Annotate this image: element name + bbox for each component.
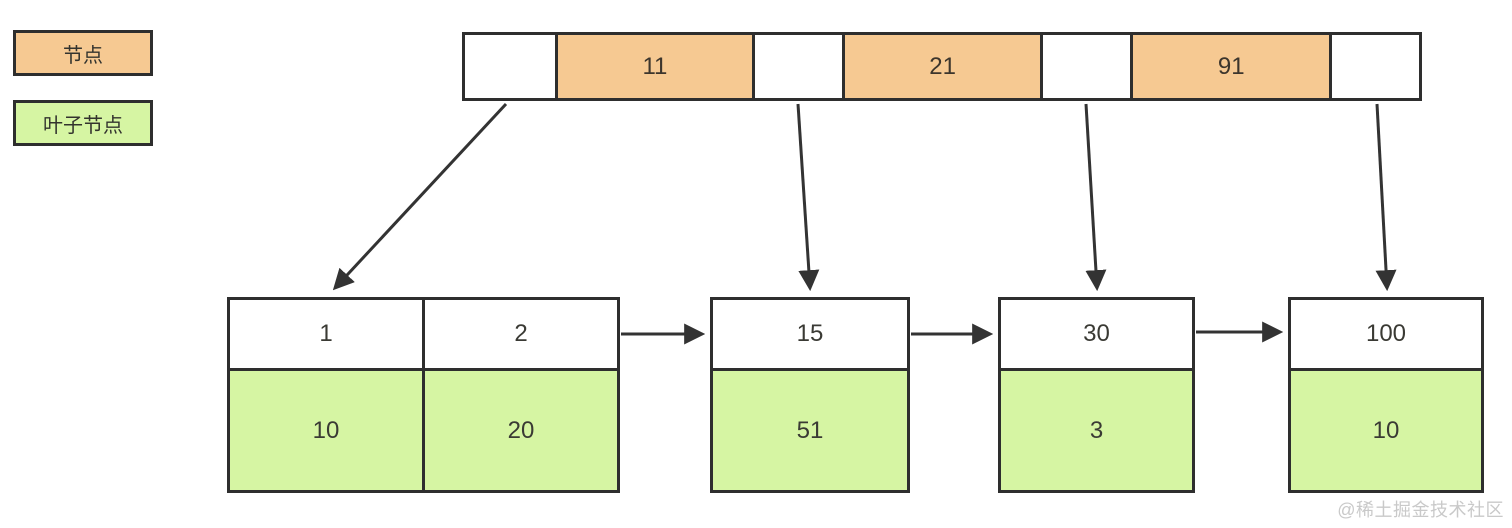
leaf-1-key-cell-1: 1	[230, 300, 422, 368]
root-pointer-cell-2	[751, 35, 842, 98]
leaf-1-value-cell-2: 20	[422, 371, 617, 490]
root-key-cell-2: 21	[841, 35, 1041, 98]
leaf-2-value-cell: 51	[713, 371, 907, 490]
watermark: @稀土掘金技术社区	[1337, 500, 1504, 520]
root-pointer-cell-1	[465, 35, 555, 98]
root-node: 11 21 91	[462, 32, 1422, 101]
root-key-cell-3: 91	[1130, 35, 1329, 98]
arrow-root-to-leaf-4-icon	[1375, 103, 1397, 292]
legend-leaf-swatch: 叶子节点	[13, 100, 153, 146]
leaf-node-4: 100 10	[1288, 297, 1484, 493]
leaf-node-1: 1 2 10 20	[227, 297, 620, 493]
arrow-root-to-leaf-1-icon	[332, 102, 508, 291]
root-key-cell-1: 11	[555, 35, 752, 98]
legend-node-swatch: 节点	[13, 30, 153, 76]
leaf-3-key-cell: 30	[1001, 300, 1192, 368]
root-pointer-cell-3	[1040, 35, 1131, 98]
leaf-node-2: 15 51	[710, 297, 910, 493]
leaf-node-3: 30 3	[998, 297, 1195, 493]
leaf-1-value-cell-1: 10	[230, 371, 422, 490]
legend-node-label: 节点	[63, 44, 103, 67]
leaf-1-key-cell-2: 2	[422, 300, 617, 368]
legend-leaf-label: 叶子节点	[43, 114, 123, 137]
root-pointer-cell-4	[1329, 35, 1419, 98]
leaf-3-value-cell: 3	[1001, 371, 1192, 490]
leaf-4-value-cell: 10	[1291, 371, 1481, 490]
leaf-4-key-cell: 100	[1291, 300, 1481, 368]
arrow-root-to-leaf-2-icon	[796, 103, 820, 292]
arrow-root-to-leaf-3-icon	[1084, 103, 1107, 292]
leaf-2-key-cell: 15	[713, 300, 907, 368]
